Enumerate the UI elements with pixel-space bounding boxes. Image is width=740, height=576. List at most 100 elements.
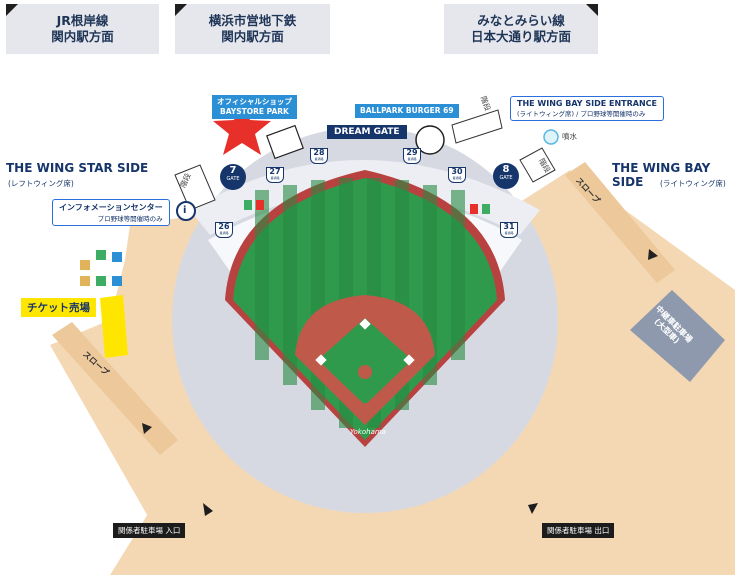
bay-entrance-sub: (ライトウィング席) / プロ野球等開催時のみ — [517, 110, 646, 118]
baystore-logo — [266, 124, 304, 160]
section-26-word: 番通路 — [219, 231, 229, 235]
direction-corner-marker — [6, 4, 18, 16]
right-slope-ramp — [565, 162, 675, 283]
section-31-word: 番通路 — [504, 231, 514, 235]
info-center-callout: インフォメーションセンター プロ野球等開催時のみ — [52, 199, 170, 226]
facility-icon — [96, 250, 106, 260]
bay-side-entrance-callout: THE WING BAY SIDE ENTRANCE (ライトウィング席) / … — [510, 96, 664, 121]
direction-corner-marker — [175, 4, 187, 16]
wing-bay-side-sub: (ライトウィング席) — [660, 179, 726, 188]
grass-stripe — [283, 185, 297, 385]
slope-arrow-head — [142, 423, 152, 434]
facility-icon — [112, 276, 122, 286]
direction-line1: みなとみらい線 — [477, 13, 565, 28]
gate-8-marker — [493, 163, 519, 189]
parking-entrance-pointer — [203, 503, 213, 516]
left-facilities — [80, 250, 122, 286]
section-29-word: 番通路 — [407, 157, 417, 161]
stadium-logo-text: Yokohama — [350, 428, 386, 436]
third-base — [315, 354, 327, 366]
section-31-shield: 31 番通路 — [500, 222, 518, 238]
section-26-number: 26 — [218, 222, 230, 231]
stairs-right-block — [519, 147, 556, 183]
parking-exit-tag: 関係者駐車場 出口 — [542, 523, 615, 538]
section-26-shield: 26 番通路 — [215, 222, 233, 238]
stairs-left — [174, 164, 216, 211]
slope-arrow-head — [648, 249, 658, 260]
fountain-label: 噴水 — [562, 132, 577, 141]
section-28-shield: 28 番通路 — [310, 148, 328, 164]
gate-7-word: GATE — [226, 176, 240, 182]
gate-8-text: 8 GATE — [494, 165, 518, 183]
home-plate-area — [356, 403, 374, 421]
star-marker — [213, 100, 271, 155]
official-shop-text: オフィシャルショップ — [217, 97, 292, 106]
fountain-icon — [543, 129, 559, 145]
bay-entrance-title: THE WING BAY SIDE ENTRANCE — [517, 99, 657, 108]
ticket-booth-area — [100, 295, 128, 358]
section-29-number: 29 — [406, 148, 418, 157]
restroom-icon — [482, 204, 490, 214]
stairs-left-block — [174, 164, 216, 211]
section-31-number: 31 — [503, 222, 515, 231]
gate-7-text: 7 GATE — [221, 166, 245, 184]
infield-grass — [318, 318, 412, 405]
section-28-number: 28 — [313, 148, 325, 157]
parking-exit-pointer — [528, 503, 538, 514]
grass-stripe — [255, 190, 269, 360]
broadcast-parking-area — [630, 290, 725, 382]
info-center-sub: プロ野球等開催時のみ — [97, 215, 163, 223]
gate-8-number: 8 — [502, 164, 510, 175]
wing-star-side-sub: (レフトウィング席) — [8, 179, 74, 188]
parking-entrance-tag: 関係者駐車場 入口 — [113, 523, 186, 538]
section-27-shield: 27 番通路 — [266, 167, 284, 183]
direction-minatomirai: みなとみらい線 日本大通り駅方面 — [444, 4, 598, 54]
direction-corner-marker — [586, 4, 598, 16]
facility-icon — [80, 276, 90, 286]
ballpark-burger-label: BALLPARK BURGER 69 — [355, 104, 459, 118]
restroom-icon — [470, 204, 478, 214]
facility-icon — [80, 260, 90, 270]
official-shop-label: オフィシャルショップ BAYSTORE PARK — [212, 95, 297, 119]
restroom-icon — [244, 200, 252, 210]
grass-stripe — [451, 190, 465, 360]
gate-7-number: 7 — [229, 165, 237, 176]
stairs-top-block — [451, 109, 503, 144]
info-center-title: インフォメーションセンター — [59, 203, 163, 212]
direction-line1: 横浜市営地下鉄 — [208, 13, 297, 28]
section-30-word: 番通路 — [452, 176, 462, 180]
slope-arrow-right — [648, 249, 658, 260]
facility-icon — [112, 252, 122, 262]
wing-bay-side-title: THE WING BAY SIDE — [612, 161, 711, 189]
direction-line2: 関内駅方面 — [51, 29, 114, 44]
section-27-word: 番通路 — [270, 176, 280, 180]
ticket-booth-label: チケット売場 — [21, 298, 96, 317]
section-27-number: 27 — [269, 167, 281, 176]
gate-8-word: GATE — [499, 175, 513, 181]
ballpark-burger-logo — [415, 125, 445, 155]
second-base — [359, 318, 371, 330]
restroom-icon — [256, 200, 264, 210]
facility-icon — [96, 276, 106, 286]
info-icon-glyph: i — [183, 205, 187, 216]
left-slope-ramp — [52, 322, 178, 455]
section-30-shield: 30 番通路 — [448, 167, 466, 183]
restroom-icons — [244, 200, 490, 214]
direction-jr-negishi: JR根岸線 関内駅方面 — [6, 4, 159, 54]
direction-subway: 横浜市営地下鉄 関内駅方面 — [175, 4, 330, 54]
stairs-top — [451, 109, 503, 144]
direction-line2: 関内駅方面 — [221, 29, 284, 44]
direction-line1: JR根岸線 — [56, 13, 109, 28]
direction-line2: 日本大通り駅方面 — [470, 29, 571, 44]
slope-arrow-left — [142, 423, 152, 434]
dream-gate-label: DREAM GATE — [327, 125, 407, 139]
stairs-right — [519, 147, 556, 183]
section-30-number: 30 — [451, 167, 463, 176]
pitchers-mound — [358, 365, 372, 379]
wing-star-side-title: THE WING STAR SIDE — [6, 161, 149, 175]
gate-7-marker — [220, 164, 246, 190]
section-28-word: 番通路 — [314, 157, 324, 161]
first-base — [403, 354, 415, 366]
baystore-park-text: BAYSTORE PARK — [220, 107, 289, 116]
